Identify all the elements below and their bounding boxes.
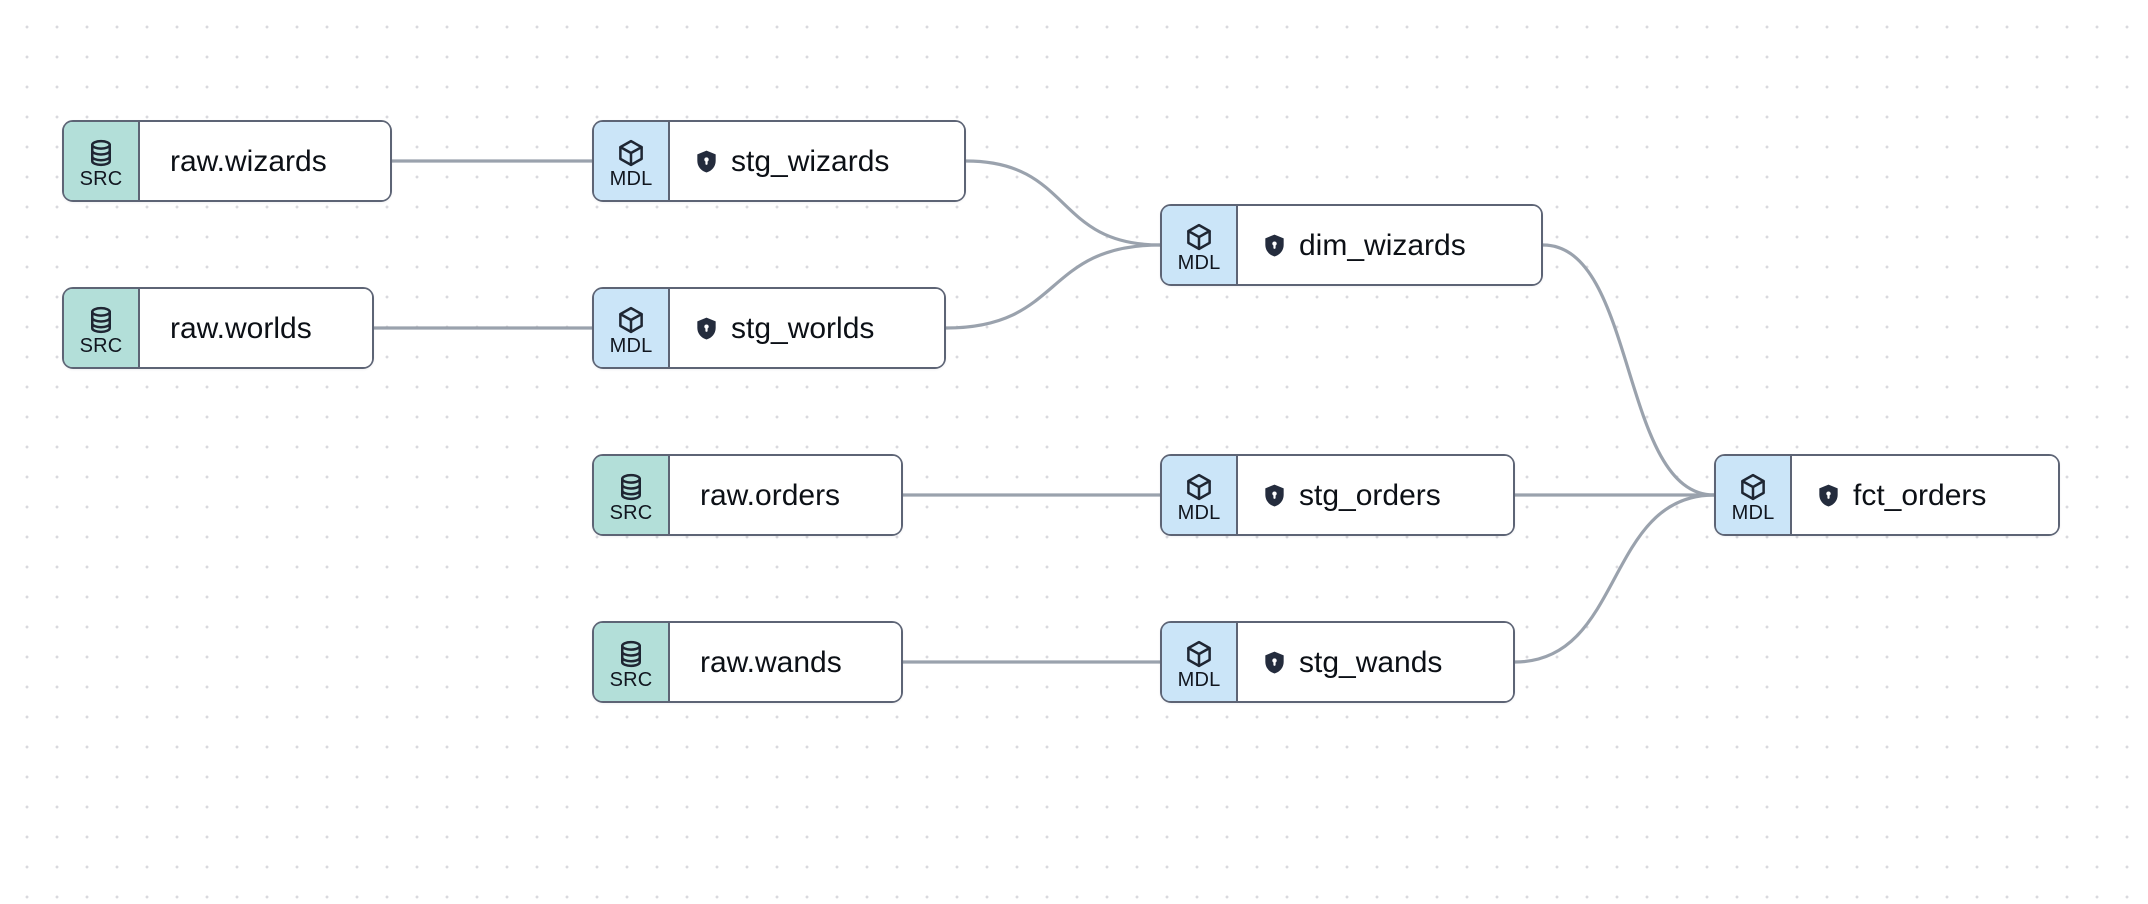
node-label: dim_wizards (1299, 228, 1466, 262)
node-label: stg_worlds (731, 311, 875, 345)
graph-node-stg_wands[interactable]: MDL stg_wands (1160, 621, 1515, 703)
graph-edge-stg_wands-to-fct_orders (1513, 493, 1716, 664)
node-label: fct_orders (1853, 478, 1987, 512)
node-type-badge-label: SRC (79, 167, 123, 190)
node-label: raw.worlds (170, 311, 312, 345)
node-label: raw.wands (700, 645, 842, 679)
node-type-badge-src: SRC (64, 122, 140, 200)
node-type-badge-src: SRC (64, 289, 140, 367)
database-icon (616, 639, 646, 669)
node-label: stg_wands (1299, 645, 1443, 679)
node-type-badge-label: SRC (79, 334, 123, 357)
node-label: stg_orders (1299, 478, 1441, 512)
node-type-badge-label: SRC (609, 501, 653, 524)
cube-icon (616, 305, 646, 335)
node-body: raw.orders (670, 456, 901, 534)
node-type-badge-mdl: MDL (1162, 623, 1238, 701)
node-label: raw.orders (700, 478, 841, 512)
node-type-badge-label: MDL (1177, 668, 1221, 691)
graph-node-stg_worlds[interactable]: MDL stg_worlds (592, 287, 946, 369)
node-body: raw.wands (670, 623, 901, 701)
graph-node-stg_wizards[interactable]: MDL stg_wizards (592, 120, 966, 202)
node-body: stg_wands (1238, 623, 1513, 701)
node-body: stg_orders (1238, 456, 1513, 534)
graph-edge-dim_wizards-to-fct_orders (1541, 243, 1716, 497)
node-label: stg_wizards (731, 144, 890, 178)
node-type-badge-src: SRC (594, 456, 670, 534)
node-body: dim_wizards (1238, 206, 1541, 284)
cube-icon (1184, 222, 1214, 252)
graph-node-dim_wizards[interactable]: MDL dim_wizards (1160, 204, 1543, 286)
shield-lock-icon (1262, 483, 1287, 508)
cube-icon (1184, 472, 1214, 502)
node-type-badge-mdl: MDL (1162, 456, 1238, 534)
graph-node-fct_orders[interactable]: MDL fct_orders (1714, 454, 2060, 536)
node-type-badge-mdl: MDL (594, 122, 670, 200)
node-type-badge-src: SRC (594, 623, 670, 701)
cube-icon (1184, 639, 1214, 669)
graph-node-stg_orders[interactable]: MDL stg_orders (1160, 454, 1515, 536)
node-type-badge-label: MDL (1177, 501, 1221, 524)
shield-lock-icon (1816, 483, 1841, 508)
node-body: stg_worlds (670, 289, 944, 367)
node-body: raw.wizards (140, 122, 390, 200)
graph-node-raw_wizards[interactable]: SRC raw.wizards (62, 120, 392, 202)
node-type-badge-mdl: MDL (1162, 206, 1238, 284)
graph-edge-stg_worlds-to-dim_wizards (944, 243, 1162, 330)
node-type-badge-mdl: MDL (594, 289, 670, 367)
shield-lock-icon (694, 316, 719, 341)
node-body: stg_wizards (670, 122, 964, 200)
node-type-badge-label: SRC (609, 668, 653, 691)
shield-lock-icon (1262, 650, 1287, 675)
node-type-badge-label: MDL (609, 334, 653, 357)
shield-lock-icon (1262, 233, 1287, 258)
node-body: fct_orders (1792, 456, 2058, 534)
node-type-badge-mdl: MDL (1716, 456, 1792, 534)
graph-node-raw_orders[interactable]: SRC raw.orders (592, 454, 903, 536)
cube-icon (1738, 472, 1768, 502)
cube-icon (616, 138, 646, 168)
graph-node-raw_worlds[interactable]: SRC raw.worlds (62, 287, 374, 369)
node-type-badge-label: MDL (609, 167, 653, 190)
node-body: raw.worlds (140, 289, 372, 367)
node-label: raw.wizards (170, 144, 327, 178)
node-type-badge-label: MDL (1731, 501, 1775, 524)
database-icon (86, 138, 116, 168)
database-icon (86, 305, 116, 335)
graph-node-raw_wands[interactable]: SRC raw.wands (592, 621, 903, 703)
database-icon (616, 472, 646, 502)
shield-lock-icon (694, 149, 719, 174)
graph-edge-stg_wizards-to-dim_wizards (964, 159, 1162, 247)
node-type-badge-label: MDL (1177, 251, 1221, 274)
